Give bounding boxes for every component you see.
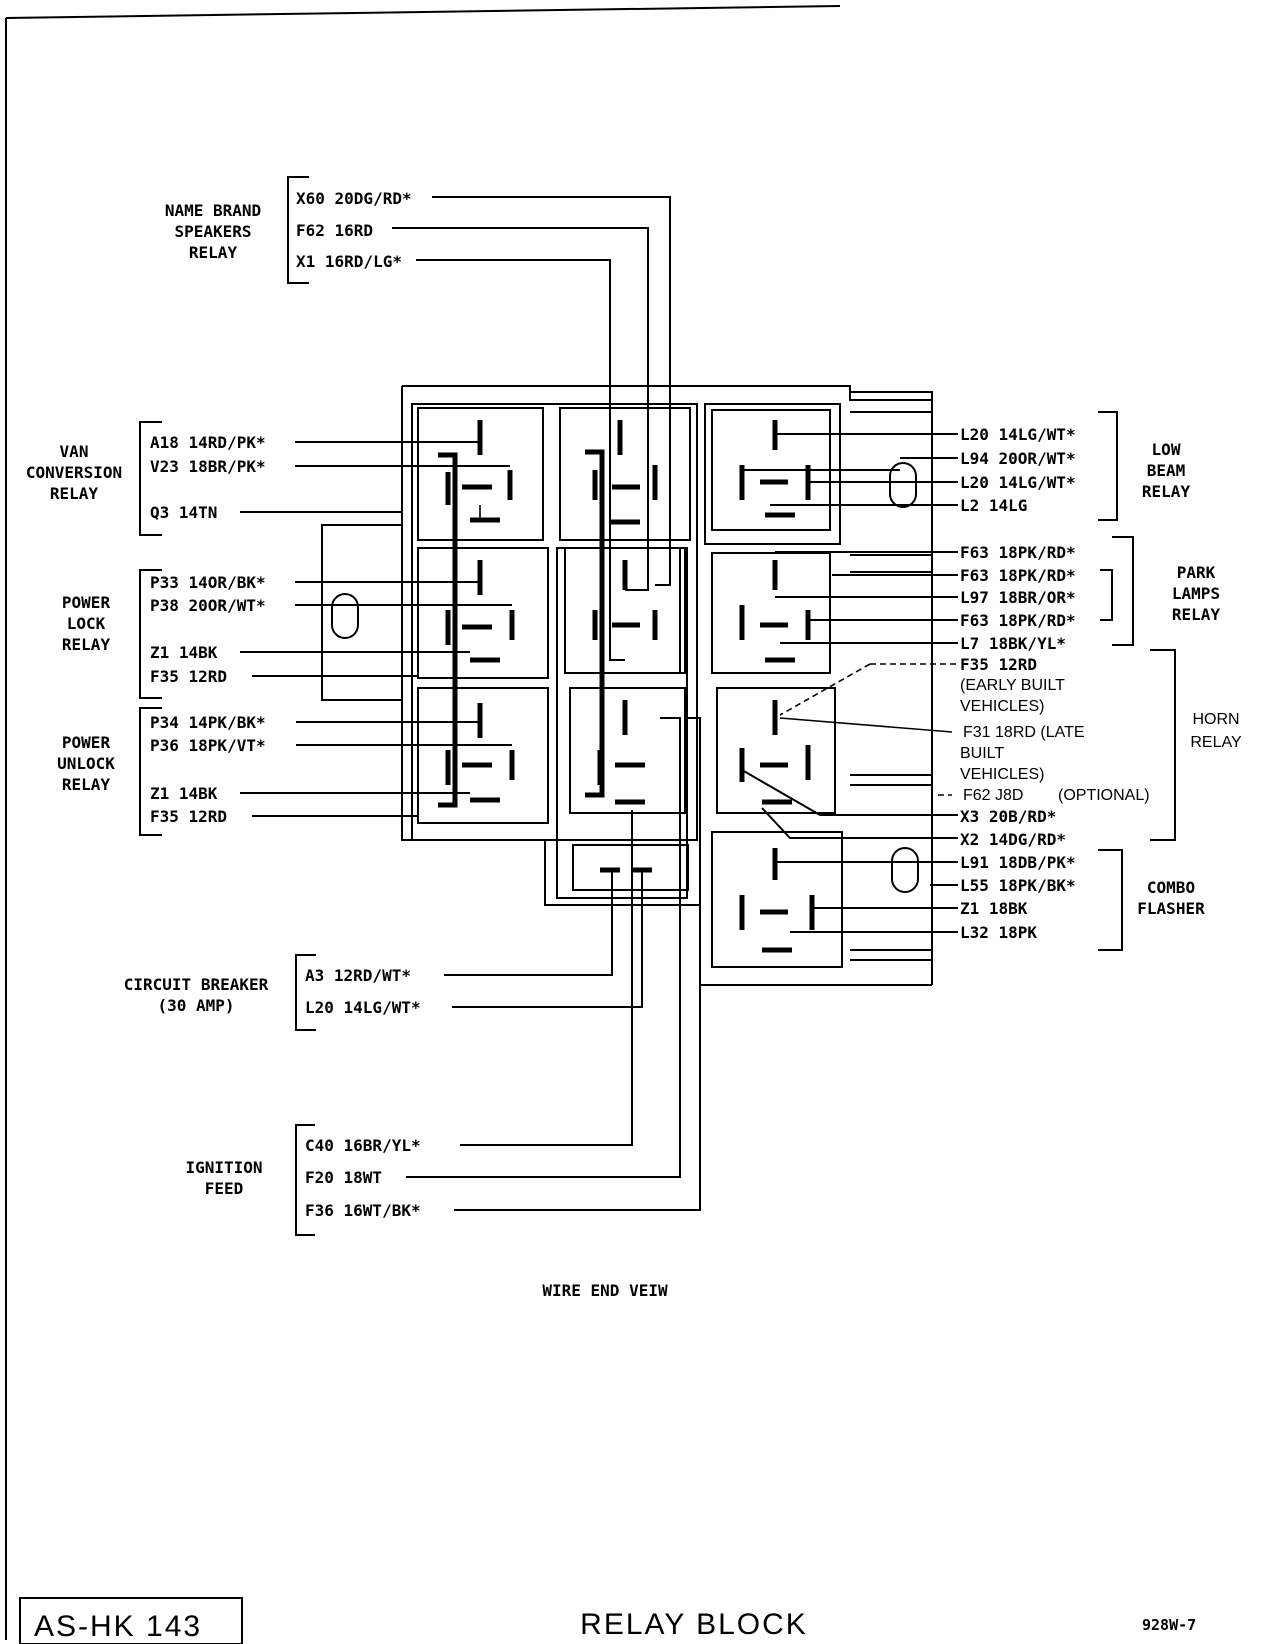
footer: AS-HK 143 RELAY BLOCK 928W-7 <box>19 1597 1196 1644</box>
circuit-breaker-line-2: (30 AMP) <box>157 996 234 1015</box>
circuit-breaker-line-1: CIRCUIT BREAKER <box>124 975 269 994</box>
group-van-conversion: VAN CONVERSION RELAY A18 14RD/PK* V23 18… <box>26 433 266 522</box>
wire-label: L20 14LG/WT* <box>960 473 1076 492</box>
footer-title: RELAY BLOCK <box>580 1608 808 1641</box>
ignition-feed-line-2: FEED <box>205 1179 244 1198</box>
wire-label: L55 18PK/BK* <box>960 876 1076 895</box>
wire-label: L94 20OR/WT* <box>960 449 1076 468</box>
wire-label: F20 18WT <box>305 1168 382 1187</box>
wire-label: F35 12RD <box>960 655 1037 674</box>
van-conversion-line-3: RELAY <box>50 484 99 503</box>
wire-note: VEHICLES) <box>960 766 1044 783</box>
group-horn: F35 12RD (EARLY BUILT VEHICLES) F31 18RD… <box>960 655 1242 849</box>
group-power-unlock: POWER UNLOCK RELAY P34 14PK/BK* P36 18PK… <box>57 713 265 826</box>
wire-label: P36 18PK/VT* <box>150 736 266 755</box>
wire-note: F31 18RD (LATE <box>963 724 1085 741</box>
horn-line-2: RELAY <box>1190 734 1242 751</box>
wire-label: L2 14LG <box>960 496 1027 515</box>
wire-label: V23 18BR/PK* <box>150 457 266 476</box>
wire-note: F62 J8D <box>963 787 1023 804</box>
wire-label: L20 14LG/WT* <box>305 998 421 1017</box>
park-lamps-line-1: PARK <box>1177 563 1216 582</box>
wire-label: F35 12RD <box>150 807 227 826</box>
low-beam-line-3: RELAY <box>1142 482 1191 501</box>
low-beam-line-2: BEAM <box>1147 461 1186 480</box>
brackets <box>139 176 1176 1236</box>
wire-runs <box>240 196 1113 1211</box>
combo-line-2: FLASHER <box>1137 899 1205 918</box>
group-low-beam: L20 14LG/WT* L94 20OR/WT* L20 14LG/WT* L… <box>960 425 1190 515</box>
power-lock-line-3: RELAY <box>62 635 111 654</box>
wire-note: (EARLY BUILT <box>960 677 1065 694</box>
relay-terminals <box>445 420 815 953</box>
wire-label: F63 18PK/RD* <box>960 543 1076 562</box>
wire-label: X1 16RD/LG* <box>296 252 402 271</box>
frame-top <box>5 5 841 19</box>
wire-label: P38 20OR/WT* <box>150 596 266 615</box>
wire-label: X60 20DG/RD* <box>296 189 412 208</box>
code-box <box>19 1597 243 1644</box>
wire-label: Z1 14BK <box>150 643 218 662</box>
wire-label: F62 16RD <box>296 221 373 240</box>
wire-label: F35 12RD <box>150 667 227 686</box>
wire-note: BUILT <box>960 745 1004 762</box>
wire-label: X2 14DG/RD* <box>960 830 1066 849</box>
power-lock-line-1: POWER <box>62 593 111 612</box>
wire-label: A18 14RD/PK* <box>150 433 266 452</box>
combo-line-1: COMBO <box>1147 878 1195 897</box>
wire-label: L7 18BK/YL* <box>960 634 1066 653</box>
power-unlock-line-2: UNLOCK <box>57 754 115 773</box>
horn-line-1: HORN <box>1192 711 1239 728</box>
relay-block-outline <box>321 385 933 986</box>
wire-note: VEHICLES) <box>960 698 1044 715</box>
ignition-feed-line-1: IGNITION <box>185 1158 262 1177</box>
van-conversion-line-2: CONVERSION <box>26 463 122 482</box>
wire-label: L32 18PK <box>960 923 1037 942</box>
low-beam-line-1: LOW <box>1152 440 1181 459</box>
name-brand-line-3: RELAY <box>189 243 238 262</box>
wire-label: Z1 14BK <box>150 784 218 803</box>
wire-label: F36 16WT/BK* <box>305 1201 421 1220</box>
code-box-text: AS-HK 143 <box>34 1610 202 1643</box>
group-combo-flasher: L91 18DB/PK* L55 18PK/BK* Z1 18BK L32 18… <box>960 853 1205 942</box>
bus-bars <box>438 449 605 808</box>
power-lock-line-2: LOCK <box>67 614 106 633</box>
wire-label: A3 12RD/WT* <box>305 966 411 985</box>
wire-label: P34 14PK/BK* <box>150 713 266 732</box>
wire-label: F63 18PK/RD* <box>960 566 1076 585</box>
name-brand-line-2: SPEAKERS <box>174 222 251 241</box>
power-unlock-line-1: POWER <box>62 733 111 752</box>
group-power-lock: POWER LOCK RELAY P33 14OR/BK* P38 20OR/W… <box>62 573 266 686</box>
wire-label: F63 18PK/RD* <box>960 611 1076 630</box>
wire-note: (OPTIONAL) <box>1058 787 1150 804</box>
wire-label: P33 14OR/BK* <box>150 573 266 592</box>
view-label: WIRE END VEIW <box>542 1281 668 1300</box>
power-unlock-line-3: RELAY <box>62 775 111 794</box>
group-park-lamps: F63 18PK/RD* F63 18PK/RD* L97 18BR/OR* F… <box>960 543 1220 653</box>
group-ignition-feed: IGNITION FEED C40 16BR/YL* F20 18WT F36 … <box>185 1136 420 1220</box>
wire-label: Z1 18BK <box>960 899 1028 918</box>
footer-ref: 928W-7 <box>1142 1616 1196 1634</box>
park-lamps-line-3: RELAY <box>1172 605 1221 624</box>
van-conversion-line-1: VAN <box>60 442 89 461</box>
wire-label: Q3 14TN <box>150 503 217 522</box>
wire-label: L91 18DB/PK* <box>960 853 1076 872</box>
park-lamps-line-2: LAMPS <box>1172 584 1220 603</box>
wire-label: L97 18BR/OR* <box>960 588 1076 607</box>
group-circuit-breaker: CIRCUIT BREAKER (30 AMP) A3 12RD/WT* L20… <box>124 966 421 1017</box>
group-name-brand: NAME BRAND SPEAKERS RELAY X60 20DG/RD* F… <box>165 189 412 271</box>
wire-label: L20 14LG/WT* <box>960 425 1076 444</box>
wire-label: C40 16BR/YL* <box>305 1136 421 1155</box>
name-brand-line-1: NAME BRAND <box>165 201 261 220</box>
wire-label: X3 20B/RD* <box>960 807 1056 826</box>
